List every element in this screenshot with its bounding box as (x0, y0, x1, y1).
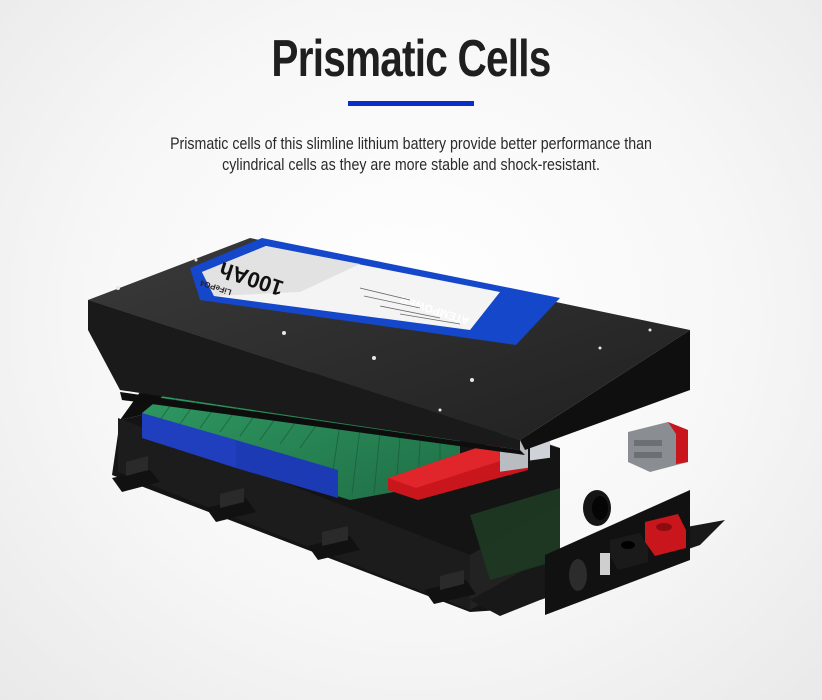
negative-terminal-icon (610, 533, 648, 570)
anderson-connector-icon (628, 422, 688, 472)
positive-terminal-icon (645, 514, 686, 556)
prismatic-cells (142, 386, 460, 500)
description-text: Prismatic cells of this slimline lithium… (144, 134, 679, 176)
description-line-2: cylindrical cells as they are more stabl… (222, 156, 600, 174)
page-title: Prismatic Cells (271, 30, 551, 88)
usb-port-icon (600, 553, 610, 575)
product-label: 100Ah LiFePO4 ATEMPOWER (190, 238, 560, 345)
breaker-port-icon (569, 559, 587, 591)
description-line-1: Prismatic cells of this slimline lithium… (170, 135, 652, 153)
title-underline-divider (348, 101, 474, 106)
